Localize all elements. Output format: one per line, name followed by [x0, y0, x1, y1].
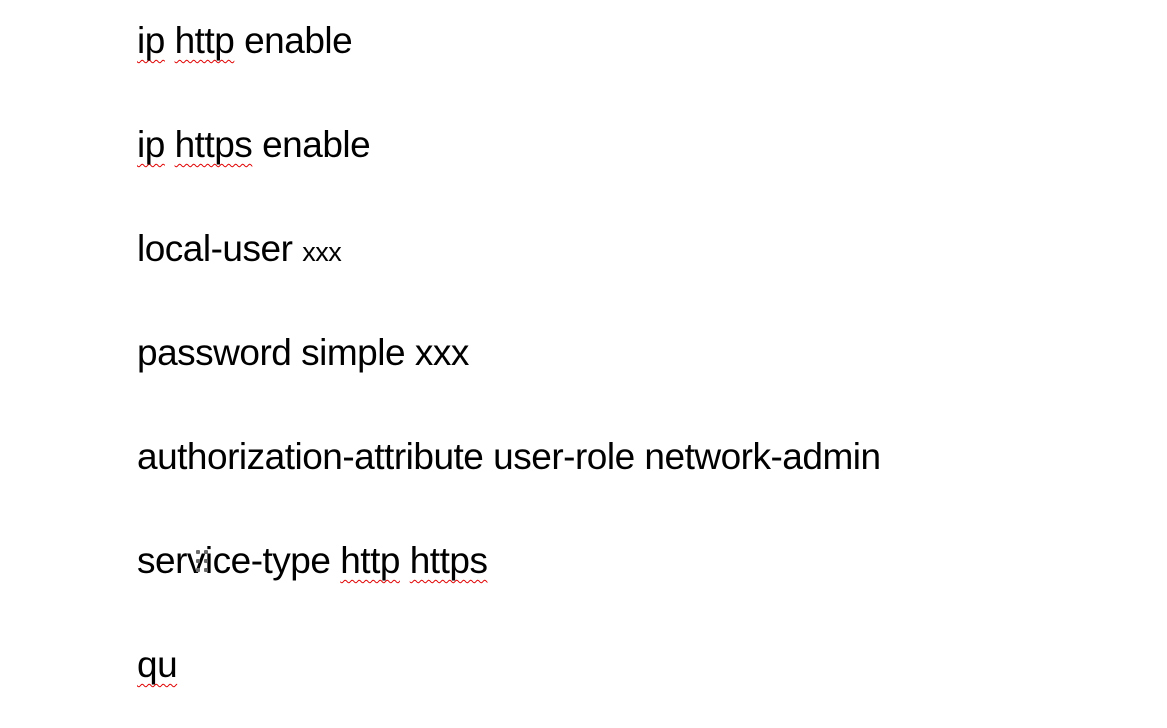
- line-password-simple[interactable]: password simple xxx: [137, 301, 1167, 405]
- misspelled-word: https: [409, 540, 488, 581]
- drag-handle-icon[interactable]: [196, 550, 208, 572]
- text-segment: service-type: [137, 540, 341, 581]
- text-segment: [165, 124, 175, 165]
- text-segment: password simple xxx: [137, 332, 469, 373]
- line-authorization-attribute[interactable]: authorization-attribute user-role networ…: [137, 405, 1167, 509]
- text-segment: [400, 540, 410, 581]
- text-segment: [165, 20, 175, 61]
- misspelled-word: ip: [137, 124, 165, 165]
- text-segment: xxx: [302, 237, 342, 267]
- misspelled-word: https: [174, 124, 253, 165]
- grip-dot: [204, 559, 208, 563]
- grip-dot: [196, 550, 200, 554]
- line-qu[interactable]: qu: [137, 613, 1167, 717]
- misspelled-word: http: [340, 540, 400, 581]
- grip-dot: [204, 568, 208, 572]
- grip-dot: [196, 568, 200, 572]
- line-ip-https-enable[interactable]: ip https enable: [137, 93, 1167, 197]
- line-ip-http-enable[interactable]: ip http enable: [137, 0, 1167, 93]
- grip-dot: [196, 559, 200, 563]
- line-local-user[interactable]: local-user xxx: [137, 197, 1167, 301]
- text-segment: authorization-attribute user-role networ…: [137, 436, 881, 477]
- misspelled-word: qu: [137, 644, 178, 685]
- text-segment: local-user: [137, 228, 303, 269]
- line-service-type[interactable]: service-type http https: [137, 509, 1167, 613]
- text-segment: enable: [234, 20, 353, 61]
- misspelled-word: http: [174, 20, 235, 61]
- misspelled-word: ip: [137, 20, 165, 61]
- grip-dot: [204, 550, 208, 554]
- text-segment: enable: [252, 124, 371, 165]
